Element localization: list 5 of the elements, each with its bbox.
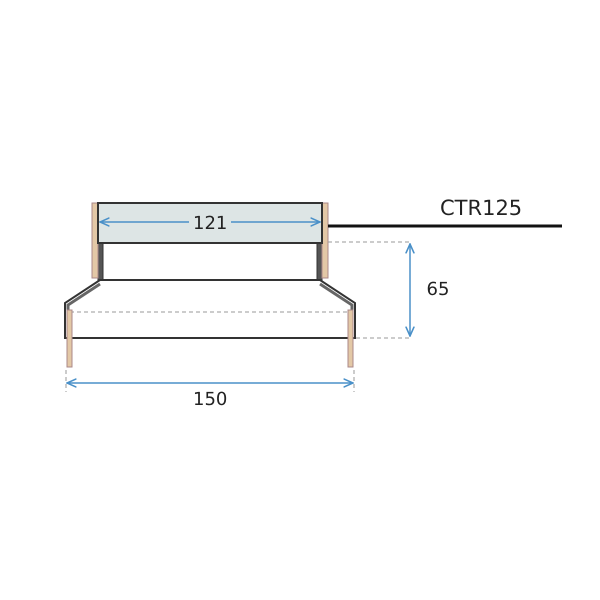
dimension-label: 65 bbox=[426, 280, 450, 300]
part-label: CTR125 bbox=[440, 198, 522, 218]
dimension-label: 150 bbox=[193, 390, 228, 410]
profile-cover bbox=[97, 202, 323, 244]
leader-line bbox=[328, 224, 562, 228]
